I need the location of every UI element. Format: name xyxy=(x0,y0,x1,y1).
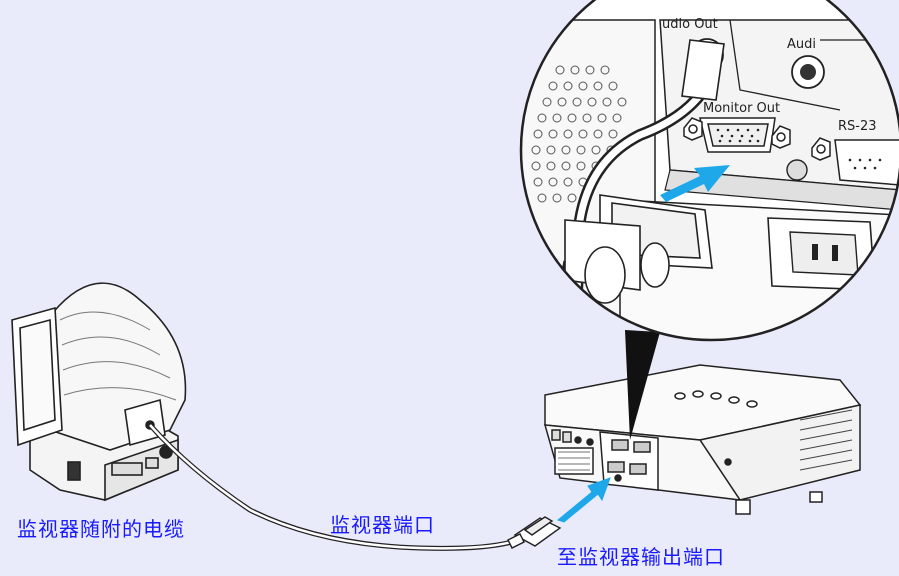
caption-monitor-cable: 监视器随附的电缆 xyxy=(17,517,185,541)
projector xyxy=(543,364,862,515)
label-audio-out: udio Out xyxy=(662,17,718,32)
cable-vga-connector xyxy=(507,516,562,549)
insert-arrow-icon xyxy=(660,165,730,202)
vga-cable xyxy=(148,423,519,551)
label-monitor-out: Monitor Out xyxy=(703,101,780,116)
crt-monitor xyxy=(11,282,187,502)
label-audio-in: Audi xyxy=(787,37,816,52)
zoom-detail: udio Out Audi Monitor Out RS-23 xyxy=(519,0,899,342)
connect-arrow-projector xyxy=(556,477,611,523)
caption-to-monitor-out: 至监视器输出端口 xyxy=(557,545,725,569)
label-rs232: RS-23 xyxy=(838,119,877,134)
zoom-pointer xyxy=(625,330,660,440)
caption-monitor-port: 监视器端口 xyxy=(330,513,435,537)
